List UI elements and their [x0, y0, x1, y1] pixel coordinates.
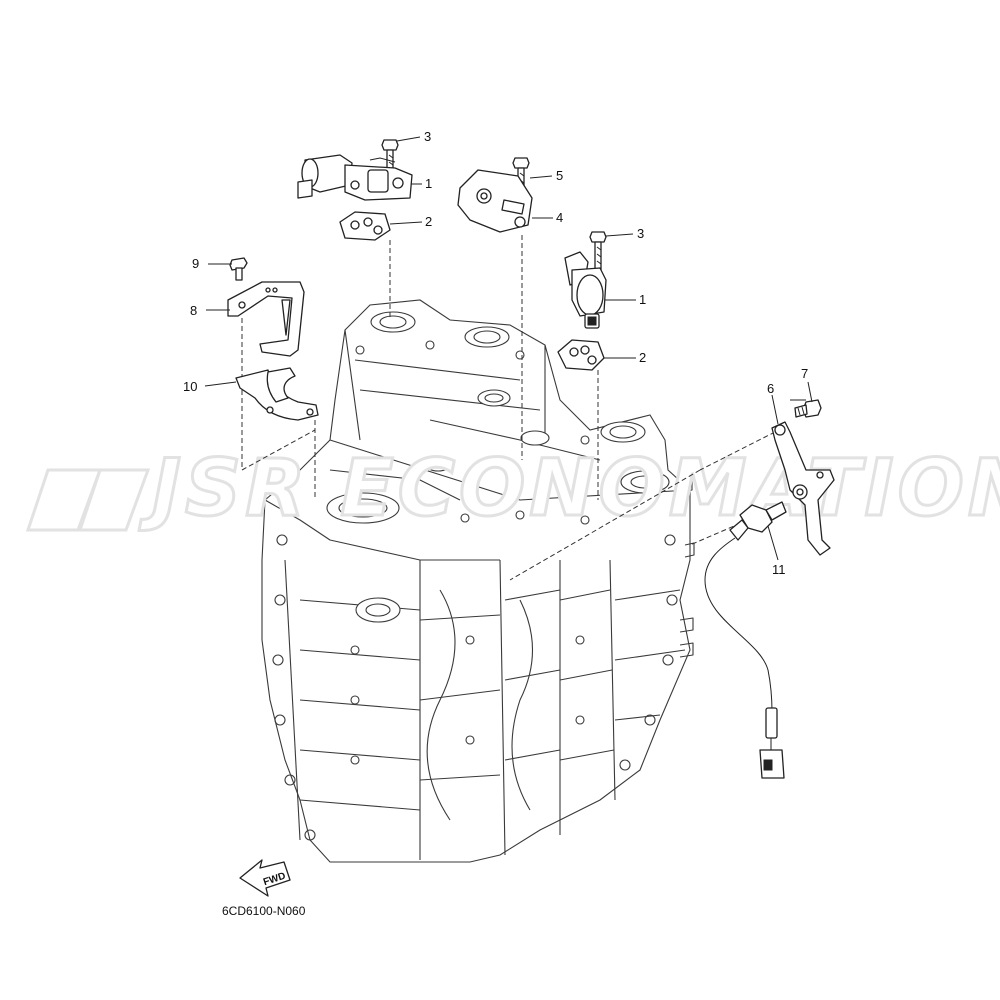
callout-7: 7: [801, 366, 808, 381]
cover-plate-part-4[interactable]: [457, 169, 533, 233]
callout-3-left: 3: [424, 129, 431, 144]
gasket-part-10[interactable]: [235, 367, 319, 421]
callout-4: 4: [556, 210, 563, 225]
sensor-part-11[interactable]: [704, 501, 787, 779]
alignment-lines: [241, 235, 776, 581]
gasket-part-2-right[interactable]: [557, 339, 605, 371]
bolt-part-7[interactable]: [794, 399, 822, 418]
bracket-part-8[interactable]: [227, 281, 305, 357]
callout-leaders: [204, 136, 813, 561]
oil-control-valve-part-1-left[interactable]: [297, 154, 413, 201]
watermark-text: JSR ECONOMATION: [139, 444, 1000, 534]
diagram-code-label: 6CD6100-N060: [222, 904, 306, 918]
engine-block: [261, 299, 695, 863]
callout-11: 11: [772, 562, 786, 577]
callout-2-right: 2: [639, 350, 646, 365]
callout-10: 10: [183, 379, 197, 394]
watermark: JSR ECONOMATION: [25, 443, 1000, 536]
watermark-logo-mark: [25, 468, 103, 532]
oil-control-valve-part-1-right[interactable]: [564, 251, 607, 329]
callout-labels: 3 1 2 5 4 3 1 2 6 7 8 9 10 11: [183, 129, 808, 577]
callout-6: 6: [767, 381, 774, 396]
bracket-part-6[interactable]: [771, 421, 835, 556]
callout-1-right: 1: [639, 292, 646, 307]
callout-8: 8: [190, 303, 197, 318]
callout-5: 5: [556, 168, 563, 183]
gasket-part-2-left[interactable]: [339, 211, 391, 241]
callout-3-right: 3: [637, 226, 644, 241]
bolt-part-9[interactable]: [229, 257, 248, 281]
callout-2-left: 2: [425, 214, 432, 229]
bolt-part-3-right[interactable]: [589, 231, 607, 271]
callout-9: 9: [192, 256, 199, 271]
fwd-arrow: FWD: [239, 859, 291, 897]
watermark-logo-mark-2: [77, 468, 151, 532]
callout-1-left: 1: [425, 176, 432, 191]
